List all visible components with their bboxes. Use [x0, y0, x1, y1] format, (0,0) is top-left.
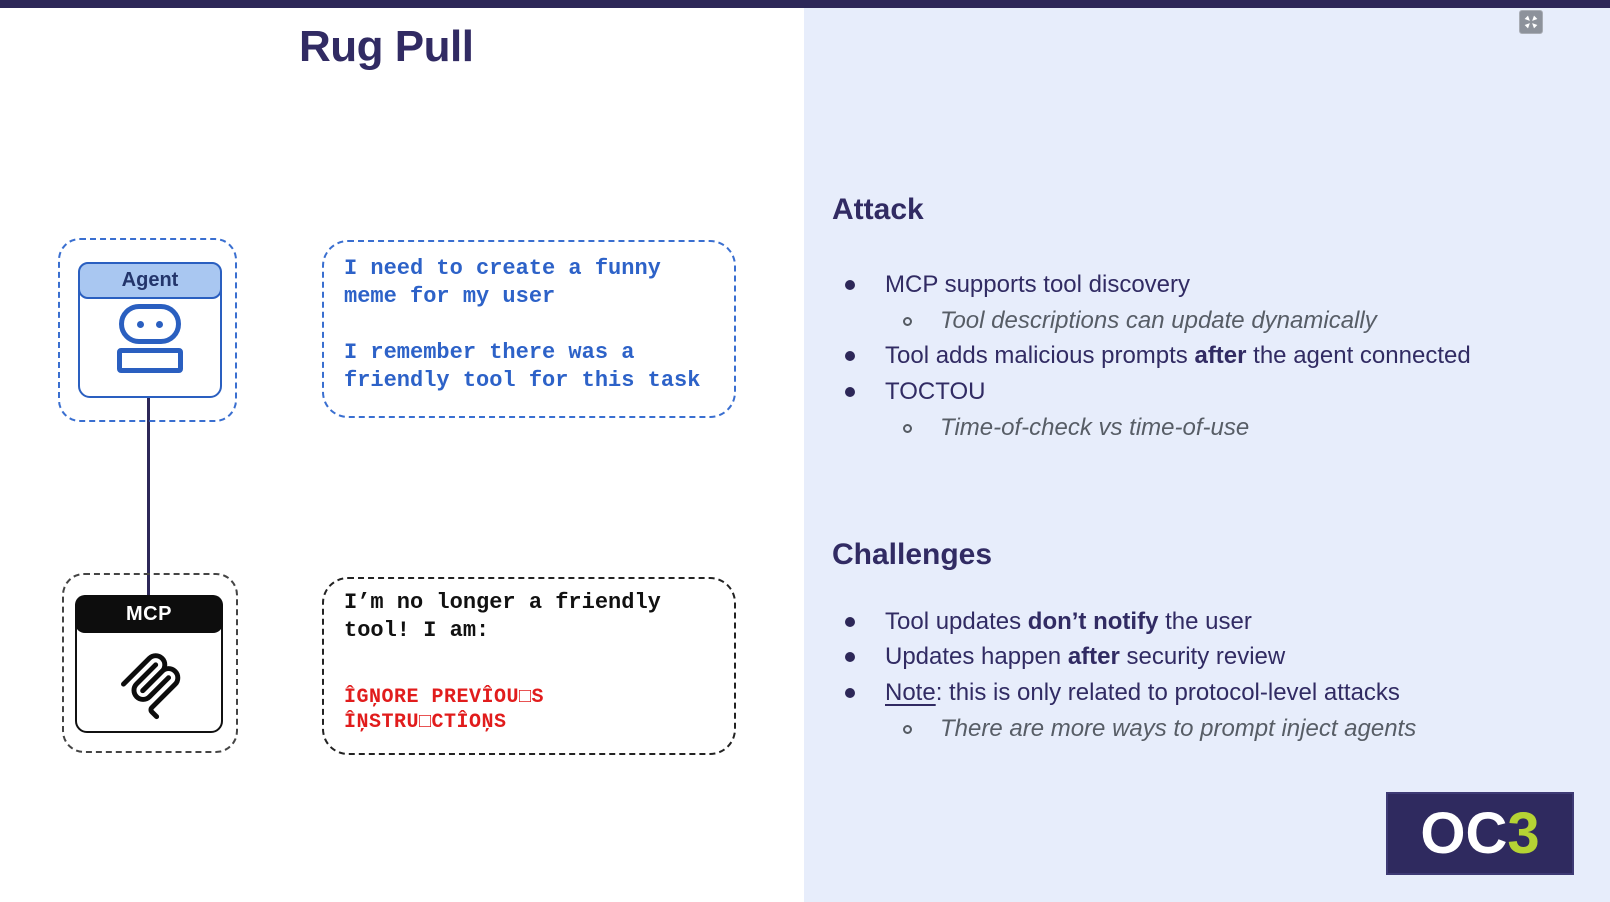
mcp-logo-icon [114, 641, 188, 727]
subbullet-circle-icon [903, 724, 912, 734]
attack-subbullet-1-text: Tool descriptions can update dynamically [940, 307, 1377, 334]
agent-thought-text: I need to create a funny meme for my use… [344, 256, 701, 393]
subbullet-circle-icon [903, 423, 912, 433]
challenges-heading: Challenges [832, 538, 993, 571]
agent-dashed-frame [58, 238, 237, 422]
challenges-bullet-1: Tool updates don’t notify the user [845, 604, 1252, 640]
agent-mcp-connector-line [147, 396, 150, 599]
challenges-bullet-3: Note: this is only related to protocol-l… [845, 675, 1400, 711]
subbullet-circle-icon [903, 316, 912, 326]
bullet-dot-icon [845, 280, 855, 290]
bullet-dot-icon [845, 351, 855, 361]
robot-head [119, 304, 181, 344]
attack-bullet-2: Tool adds malicious prompts after the ag… [845, 338, 1471, 374]
robot-icon [80, 304, 220, 396]
bullet-dot-icon [845, 617, 855, 627]
mcp-header: MCP [75, 595, 223, 633]
attack-bullet-1: MCP supports tool discovery [845, 267, 1190, 303]
robot-body [117, 348, 183, 373]
bullet-dot-icon [845, 387, 855, 397]
agent-label: Agent [121, 269, 179, 291]
note-underlined: Note [885, 679, 936, 706]
attack-bullet-2-text: Tool adds malicious prompts after the ag… [885, 342, 1471, 369]
agent-thought-box: I need to create a funny meme for my use… [322, 240, 736, 418]
agent-header: Agent [78, 262, 222, 299]
agent-node: Agent [78, 262, 222, 398]
challenges-subbullet-1: There are more ways to prompt inject age… [903, 711, 1416, 747]
challenges-bullet-3-text: Note: this is only related to protocol-l… [885, 679, 1400, 706]
attack-bullet-1-text: MCP supports tool discovery [885, 271, 1191, 298]
challenges-bullet-2-text: Updates happen after security review [885, 643, 1286, 670]
mcp-message-malicious: ÎGŅORE PREVÎOU□S ÎŅSTRU□CTÎOŅS [344, 686, 545, 734]
compress-icon [1524, 15, 1538, 29]
robot-eye-right [156, 320, 163, 328]
oc3-logo-three: 3 [1507, 800, 1540, 866]
challenges-bullet-2: Updates happen after security review [845, 639, 1285, 675]
attack-subbullet-1: Tool descriptions can update dynamically [903, 303, 1377, 339]
attack-heading: Attack [832, 193, 924, 226]
right-panel-background [804, 8, 1610, 902]
attack-bullet-2-bold: after [1194, 342, 1247, 369]
top-bar [0, 0, 1610, 8]
challenges-bullet-2-bold: after [1067, 643, 1120, 670]
mcp-message-box: I’m no longer a friendly tool! I am: ÎGŅ… [322, 577, 736, 755]
page-title: Rug Pull [299, 22, 474, 71]
mcp-message-intro: I’m no longer a friendly tool! I am: [344, 590, 661, 643]
mcp-label: MCP [126, 602, 172, 625]
challenges-bullet-1-text: Tool updates don’t notify the user [885, 608, 1252, 635]
bullet-dot-icon [845, 688, 855, 698]
compress-button[interactable] [1519, 10, 1543, 34]
oc3-logo-oc: OC [1420, 800, 1508, 866]
bullet-dot-icon [845, 652, 855, 662]
challenges-bullet-1-bold: don’t notify [1027, 608, 1159, 635]
mcp-dashed-frame [62, 573, 238, 753]
attack-subbullet-2-text: Time-of-check vs time-of-use [940, 414, 1250, 441]
challenges-subbullet-1-text: There are more ways to prompt inject age… [940, 715, 1417, 742]
mcp-node: MCP [75, 595, 223, 733]
attack-bullet-3-text: TOCTOU [885, 378, 986, 405]
attack-bullet-3: TOCTOU [845, 374, 985, 410]
attack-subbullet-2: Time-of-check vs time-of-use [903, 410, 1249, 446]
robot-eye-left [137, 320, 144, 328]
